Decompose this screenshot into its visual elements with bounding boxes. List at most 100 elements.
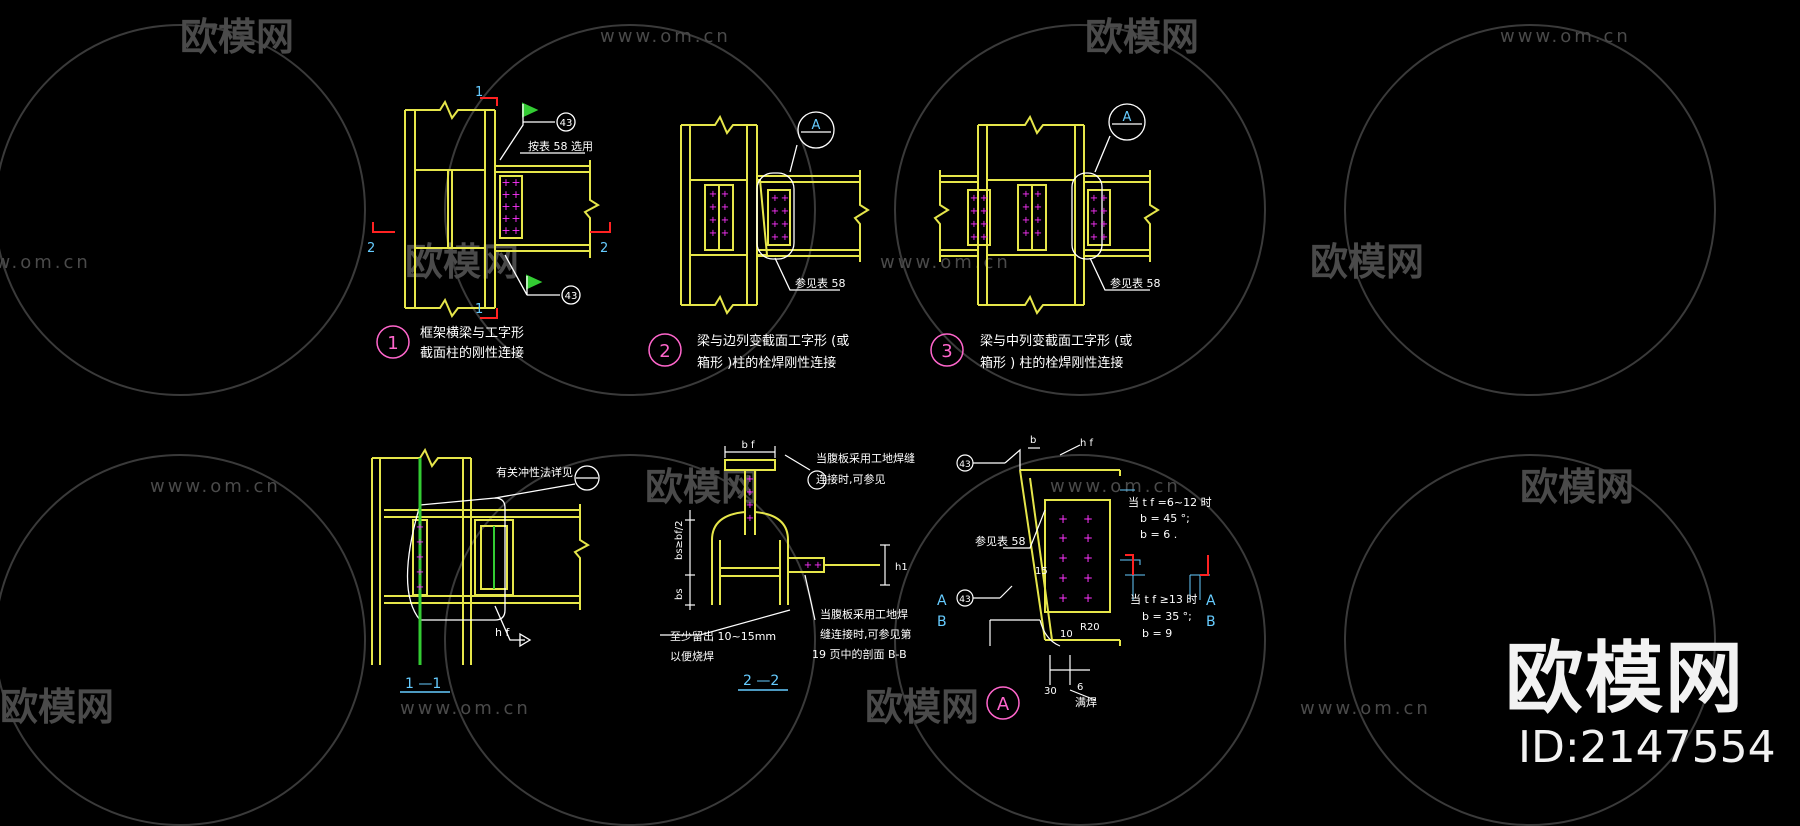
svg-text:+: + [721,189,729,200]
svg-text:+: + [781,206,789,217]
wm-url: www.om.cn [1050,476,1181,497]
watermark-circles [0,24,1716,826]
s22-note-left-2: 以便烧焊 [670,649,714,663]
watermark-texts: 欧模网 欧模网 欧模网 欧模网 欧模网 欧模网 欧模网 欧模网 www.om.c… [0,15,1634,729]
d3-caption-1: 梁与中列变截面工字形 (或 [980,333,1132,349]
svg-text:+: + [709,215,717,226]
d1-caption-2: 截面柱的刚性连接 [420,345,524,361]
wm-url: www.om.cn [1300,698,1431,719]
dA-weld-note: 满焊 [1075,695,1097,709]
dA-ref-mid: 43 [959,595,970,605]
svg-text:+: + [416,522,424,533]
dA-cond1-2: b = 45 °; [1140,512,1190,525]
s22-note-top-1: 当腹板采用工地焊缝 [816,451,915,465]
detail-1-beam-to-i-column: ++ ++ ++ ++ ++ 43 43 按表 58 选用 [367,85,611,361]
svg-text:+: + [804,560,812,571]
d3-ref: A [1123,110,1132,125]
dA-cond2-3: b = 9 [1142,627,1172,640]
svg-text:+: + [1083,571,1093,585]
svg-text:+: + [1100,219,1108,230]
watermark-big-logo: 欧模网 [1505,634,1746,724]
wm-logo: 欧模网 [0,685,114,729]
svg-text:+: + [1058,551,1068,565]
detail-2-edge-column: A ++ ++ ++ ++ ++ ++ ++ ++ 参见表 58 2 梁与边列变… [648,111,870,371]
svg-text:+: + [970,219,978,230]
svg-text:+: + [1058,512,1068,526]
svg-text:+: + [1083,531,1093,545]
wm-logo: 欧模网 [180,15,294,59]
dA-cond1-1: 当 t f =6~12 时 [1128,495,1212,509]
watermark-model-id: ID:2147554 [1518,722,1776,773]
svg-text:+: + [746,500,754,511]
dA-number-circle [986,686,1020,720]
svg-text:+: + [970,232,978,243]
d2-note: 参见表 58 [795,276,846,290]
svg-text:+: + [1090,232,1098,243]
d1-number: 1 [387,333,398,354]
s11-title: 1 —1 [405,676,441,692]
svg-text:+: + [970,206,978,217]
svg-text:+: + [781,193,789,204]
dA-dim-r20: R20 [1080,622,1100,633]
svg-text:+: + [1100,206,1108,217]
s11-hf: h f [495,626,510,639]
svg-text:+: + [721,215,729,226]
svg-text:+: + [771,232,779,243]
dA-number: A [997,694,1010,715]
dA-sec-a-right: A [1206,593,1216,609]
svg-text:+: + [1022,228,1030,239]
wm-url: www.om.cn [880,252,1011,273]
dA-sec-a-left: A [937,593,947,609]
wm-logo: 欧模网 [405,240,519,284]
svg-text:+: + [1022,189,1030,200]
svg-text:+: + [501,188,510,201]
svg-text:+: + [1034,215,1042,226]
d1-sec1-bottom: 1 [475,302,483,317]
svg-text:+: + [1083,591,1093,605]
dA-sec-b-left: B [937,614,947,630]
section-2-2: ++ ++ ++ b f 当腹板采用工地焊缝 连接时,可参见 bs≥bf/2 b… [660,440,915,691]
dA-cond2-2: b = 35 °; [1142,610,1192,623]
svg-text:+: + [416,582,424,593]
svg-text:+: + [511,188,520,201]
detail-3-middle-column: A ++ ++ ++ ++ ++ ++ ++ ++ ++ ++ ++ ++ 参见… [930,103,1161,371]
s22-note-bottom-2: 缝连接时,可参见第 [820,627,912,641]
s22-dim-left2: bs [674,588,685,600]
d1-caption-1: 框架横梁与工字形 [420,326,524,341]
d1-note: 按表 58 选用 [528,139,593,153]
svg-text:+: + [1022,202,1030,213]
d3-note: 参见表 58 [1110,276,1161,290]
svg-text:+: + [1090,219,1098,230]
svg-text:+: + [771,193,779,204]
svg-text:+: + [970,193,978,204]
d1-sec2-right: 2 [600,241,608,256]
svg-text:+: + [1058,531,1068,545]
d3-number: 3 [941,341,952,362]
d1-weld-ref-top: 43 [560,118,573,129]
svg-text:+: + [721,228,729,239]
d2-caption-2: 箱形 )柱的栓焊刚性连接 [697,355,836,371]
svg-text:+: + [501,224,510,237]
dA-note: 参见表 58 [975,534,1026,548]
dA-b: b [1030,435,1036,446]
dA-ref-top: 43 [959,460,970,470]
d2-number-circle [648,333,682,367]
svg-text:+: + [1090,206,1098,217]
d2-number: 2 [659,341,670,362]
d3-number-circle [930,333,964,367]
svg-text:+: + [1058,591,1068,605]
wm-url: www.om.cn [600,26,731,47]
svg-text:+: + [501,200,510,213]
wm-logo: 欧模网 [645,465,759,509]
svg-text:+: + [501,212,510,225]
svg-text:+: + [416,567,424,578]
svg-text:+: + [416,552,424,563]
svg-text:+: + [980,232,988,243]
d1-number-circle [376,325,410,359]
svg-text:+: + [1058,571,1068,585]
svg-text:+: + [980,193,988,204]
dA-dim-6: 6 [1077,682,1083,693]
wm-logo: 欧模网 [1520,465,1634,509]
svg-text:+: + [746,513,754,524]
svg-text:+: + [771,219,779,230]
